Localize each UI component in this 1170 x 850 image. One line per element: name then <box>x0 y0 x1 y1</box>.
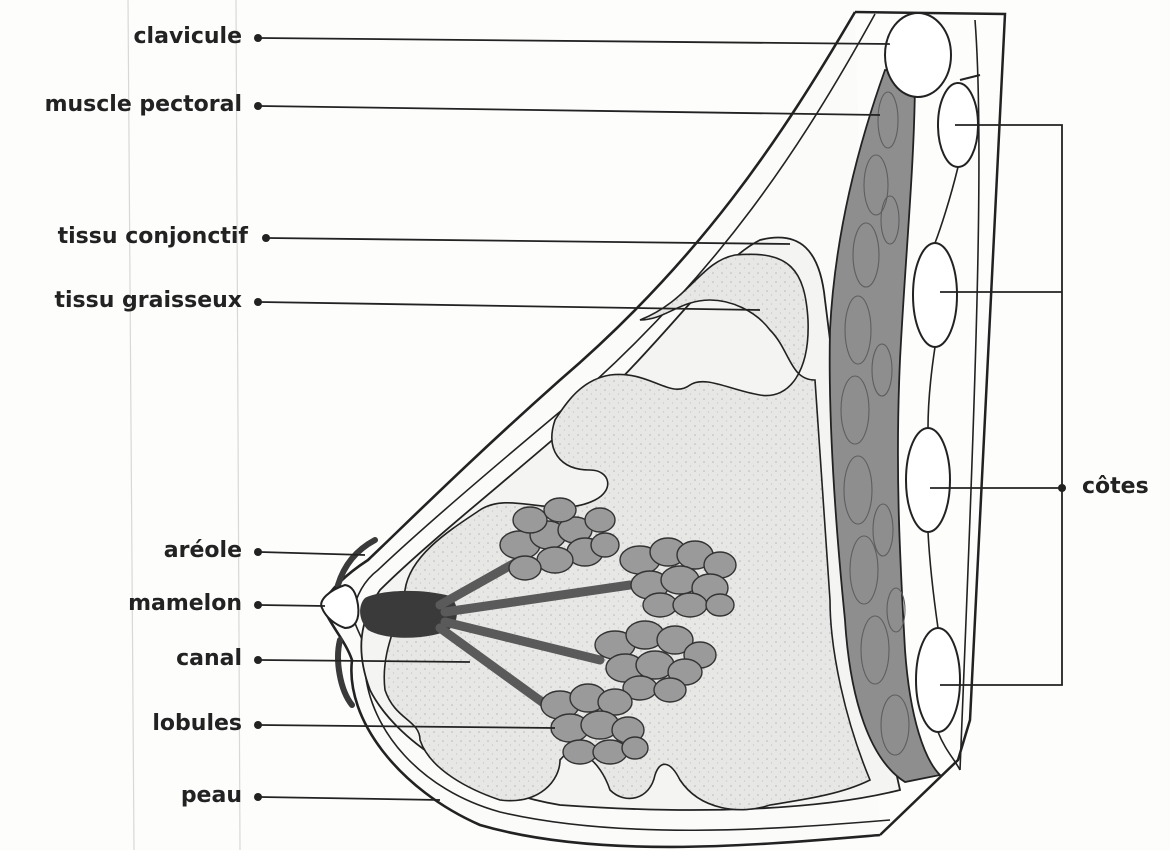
label-peau: peau <box>181 783 242 809</box>
leader-muscle-pectoral <box>260 106 880 115</box>
leader-peau <box>260 797 440 800</box>
label-areole: aréole <box>164 538 242 564</box>
label-canal: canal <box>176 646 242 672</box>
scan-fold-line-left <box>128 0 134 850</box>
clavicle-bone <box>885 13 951 97</box>
label-mamelon: mamelon <box>128 591 242 617</box>
rib-3 <box>906 428 950 532</box>
cotes-dot <box>1058 484 1066 492</box>
label-cotes: côtes <box>1082 474 1149 500</box>
label-tissu-conjonctif: tissu conjonctif <box>58 224 248 250</box>
rib-2 <box>913 243 957 347</box>
leader-clavicule <box>260 38 890 44</box>
label-clavicule: clavicule <box>134 24 242 50</box>
leader-mamelon <box>260 605 325 606</box>
nipple <box>321 585 358 628</box>
leader-dots-left <box>254 34 270 801</box>
leader-areole <box>260 552 365 555</box>
label-tissu-graisseux: tissu graisseux <box>54 288 242 314</box>
label-lobules: lobules <box>152 711 242 737</box>
rib-4 <box>916 628 960 732</box>
label-muscle-pectoral: muscle pectoral <box>45 92 242 118</box>
